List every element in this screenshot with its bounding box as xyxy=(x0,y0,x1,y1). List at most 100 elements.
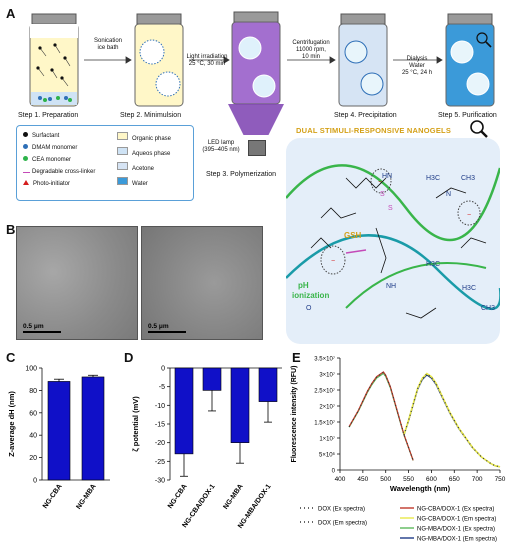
chem-label: H3C xyxy=(462,285,476,292)
series-line xyxy=(348,371,414,461)
arrow-3-conditions: Centrifugation 11000 rpm, 10 min xyxy=(288,40,334,61)
cond-text: 10 min xyxy=(301,54,320,60)
y-tick-label: 3.5×10⁷ xyxy=(314,356,335,363)
bar xyxy=(81,376,105,481)
legend-left-column: Surfactant DMAM monomer CEA monomer Degr… xyxy=(23,132,95,188)
panel-label-c: C xyxy=(6,350,16,365)
y-tick-label: 0 xyxy=(332,469,336,475)
cond-text: 25 °C, 30 min xyxy=(188,61,226,67)
scale-label: 0.5 μm xyxy=(23,323,44,330)
chem-label: NH xyxy=(386,283,396,290)
y-tick-label: -5 xyxy=(159,384,165,391)
scale-label: 0.5 μm xyxy=(148,323,169,330)
chem-label: − xyxy=(467,212,471,219)
y-tick-label: -20 xyxy=(155,440,165,447)
y-axis-label: Fluorescence intensity (RFU) xyxy=(291,366,298,463)
x-tick-label: NG-MBA xyxy=(222,483,244,511)
cond-text: Sonication xyxy=(93,38,123,44)
cond-text: Dialysis xyxy=(406,56,428,62)
y-tick-label: 100 xyxy=(25,366,37,373)
chart-e-fluorescence: 05×10⁶1×10⁷1.5×10⁷2×10⁷2.5×10⁷3×10⁷3.5×1… xyxy=(291,356,506,543)
panel-label-e: E xyxy=(292,350,301,365)
legend-item: Water xyxy=(117,177,171,188)
cond-text: 11000 rpm, xyxy=(296,47,326,53)
vial-polymerization xyxy=(228,11,284,135)
bar xyxy=(202,367,222,391)
cond-text: ice bath xyxy=(97,45,119,51)
series-line xyxy=(403,374,501,468)
legend-item: Surfactant xyxy=(23,132,95,140)
nanogel-title: DUAL STIMULI-RESPONSIVE NANOGELS xyxy=(296,126,452,135)
legend-label: Aqueos phase xyxy=(132,151,171,157)
panel-label-b: B xyxy=(6,222,16,237)
panel-label-a: A xyxy=(6,6,16,21)
vial-preparation xyxy=(29,13,79,107)
y-tick-label: 5×10⁶ xyxy=(319,452,336,459)
y-tick-label: 3×10⁷ xyxy=(319,372,335,379)
step-1-label: Step 1. Preparation xyxy=(18,112,79,119)
legend-label: Water xyxy=(132,181,148,187)
ph-label: pH xyxy=(298,281,309,290)
chem-label: − xyxy=(331,258,335,265)
x-tick-label: 600 xyxy=(426,476,437,483)
arrow-2-conditions: Light irradiation 25 °C, 30 min xyxy=(182,54,232,68)
panel-label-d: D xyxy=(124,350,134,365)
cond-text: Water xyxy=(409,63,425,69)
legend-label: Acetone xyxy=(132,166,155,172)
x-tick-label: 500 xyxy=(380,476,391,483)
x-tick-label: NG-CBA xyxy=(167,483,189,510)
legend-item: DMAM monomer xyxy=(23,144,95,152)
x-tick-label: 700 xyxy=(472,476,483,483)
nanogel-structure-box xyxy=(286,138,500,344)
vial-miniemulsion xyxy=(134,13,184,107)
x-tick-label: 550 xyxy=(403,476,414,483)
x-tick-label: NG-CBA/DOX-1 xyxy=(181,483,216,529)
magnifier-icon xyxy=(470,120,488,138)
scale-bar xyxy=(148,331,186,333)
legend-label: NG-MBA/DOX-1 (Ex spectra) xyxy=(417,527,495,533)
x-tick-label: 750 xyxy=(495,476,506,483)
legend-item: Aqueos phase xyxy=(117,147,171,158)
chem-label: HN xyxy=(382,173,392,180)
y-tick-label: -25 xyxy=(155,459,165,466)
vial-purification xyxy=(445,13,495,107)
y-tick-label: 40 xyxy=(29,433,37,440)
arrow-1-conditions: Sonication ice bath xyxy=(86,38,130,52)
chem-label: CH3 xyxy=(461,175,475,182)
y-tick-label: 1.5×10⁷ xyxy=(314,420,335,427)
bar xyxy=(47,381,71,481)
bar xyxy=(174,367,194,455)
cea-icon xyxy=(23,156,28,161)
cond-text: Light irradiation xyxy=(186,54,228,60)
x-tick-label: 450 xyxy=(357,476,368,483)
cond-text: (395–405 nm) xyxy=(202,147,240,153)
chem-label: S xyxy=(388,205,393,212)
legend-label: Degradable cross-linker xyxy=(32,169,96,175)
chem-label: CH3 xyxy=(481,305,495,312)
y-tick-label: 0 xyxy=(161,366,165,373)
chem-label: H3C xyxy=(426,261,440,268)
x-tick-label: NG-MBA xyxy=(75,483,97,511)
legend-item: Photo-initiator xyxy=(23,180,95,188)
x-tick-label: NG-CBA xyxy=(42,483,64,510)
y-tick-label: -30 xyxy=(155,478,165,485)
bar xyxy=(230,367,250,443)
cond-text: Centrifugation xyxy=(292,40,330,46)
chem-label: N xyxy=(446,191,451,198)
legend-label: NG-CBA/DOX-1 (Em spectra) xyxy=(417,517,496,523)
legend-label: Photo-initiator xyxy=(33,181,71,187)
chem-label: − xyxy=(378,179,382,186)
chem-label: O xyxy=(306,305,312,312)
y-tick-label: 80 xyxy=(29,388,37,395)
legend-item: Organic phase xyxy=(117,132,171,143)
x-tick-label: 400 xyxy=(335,476,346,483)
y-tick-label: 1×10⁷ xyxy=(319,436,335,443)
gsh-label: GSH xyxy=(344,231,362,240)
legend-item: Acetone xyxy=(117,162,171,173)
scheme-legend: Surfactant DMAM monomer CEA monomer Degr… xyxy=(16,125,194,201)
chem-label: S xyxy=(380,191,385,198)
water-icon xyxy=(117,177,128,185)
